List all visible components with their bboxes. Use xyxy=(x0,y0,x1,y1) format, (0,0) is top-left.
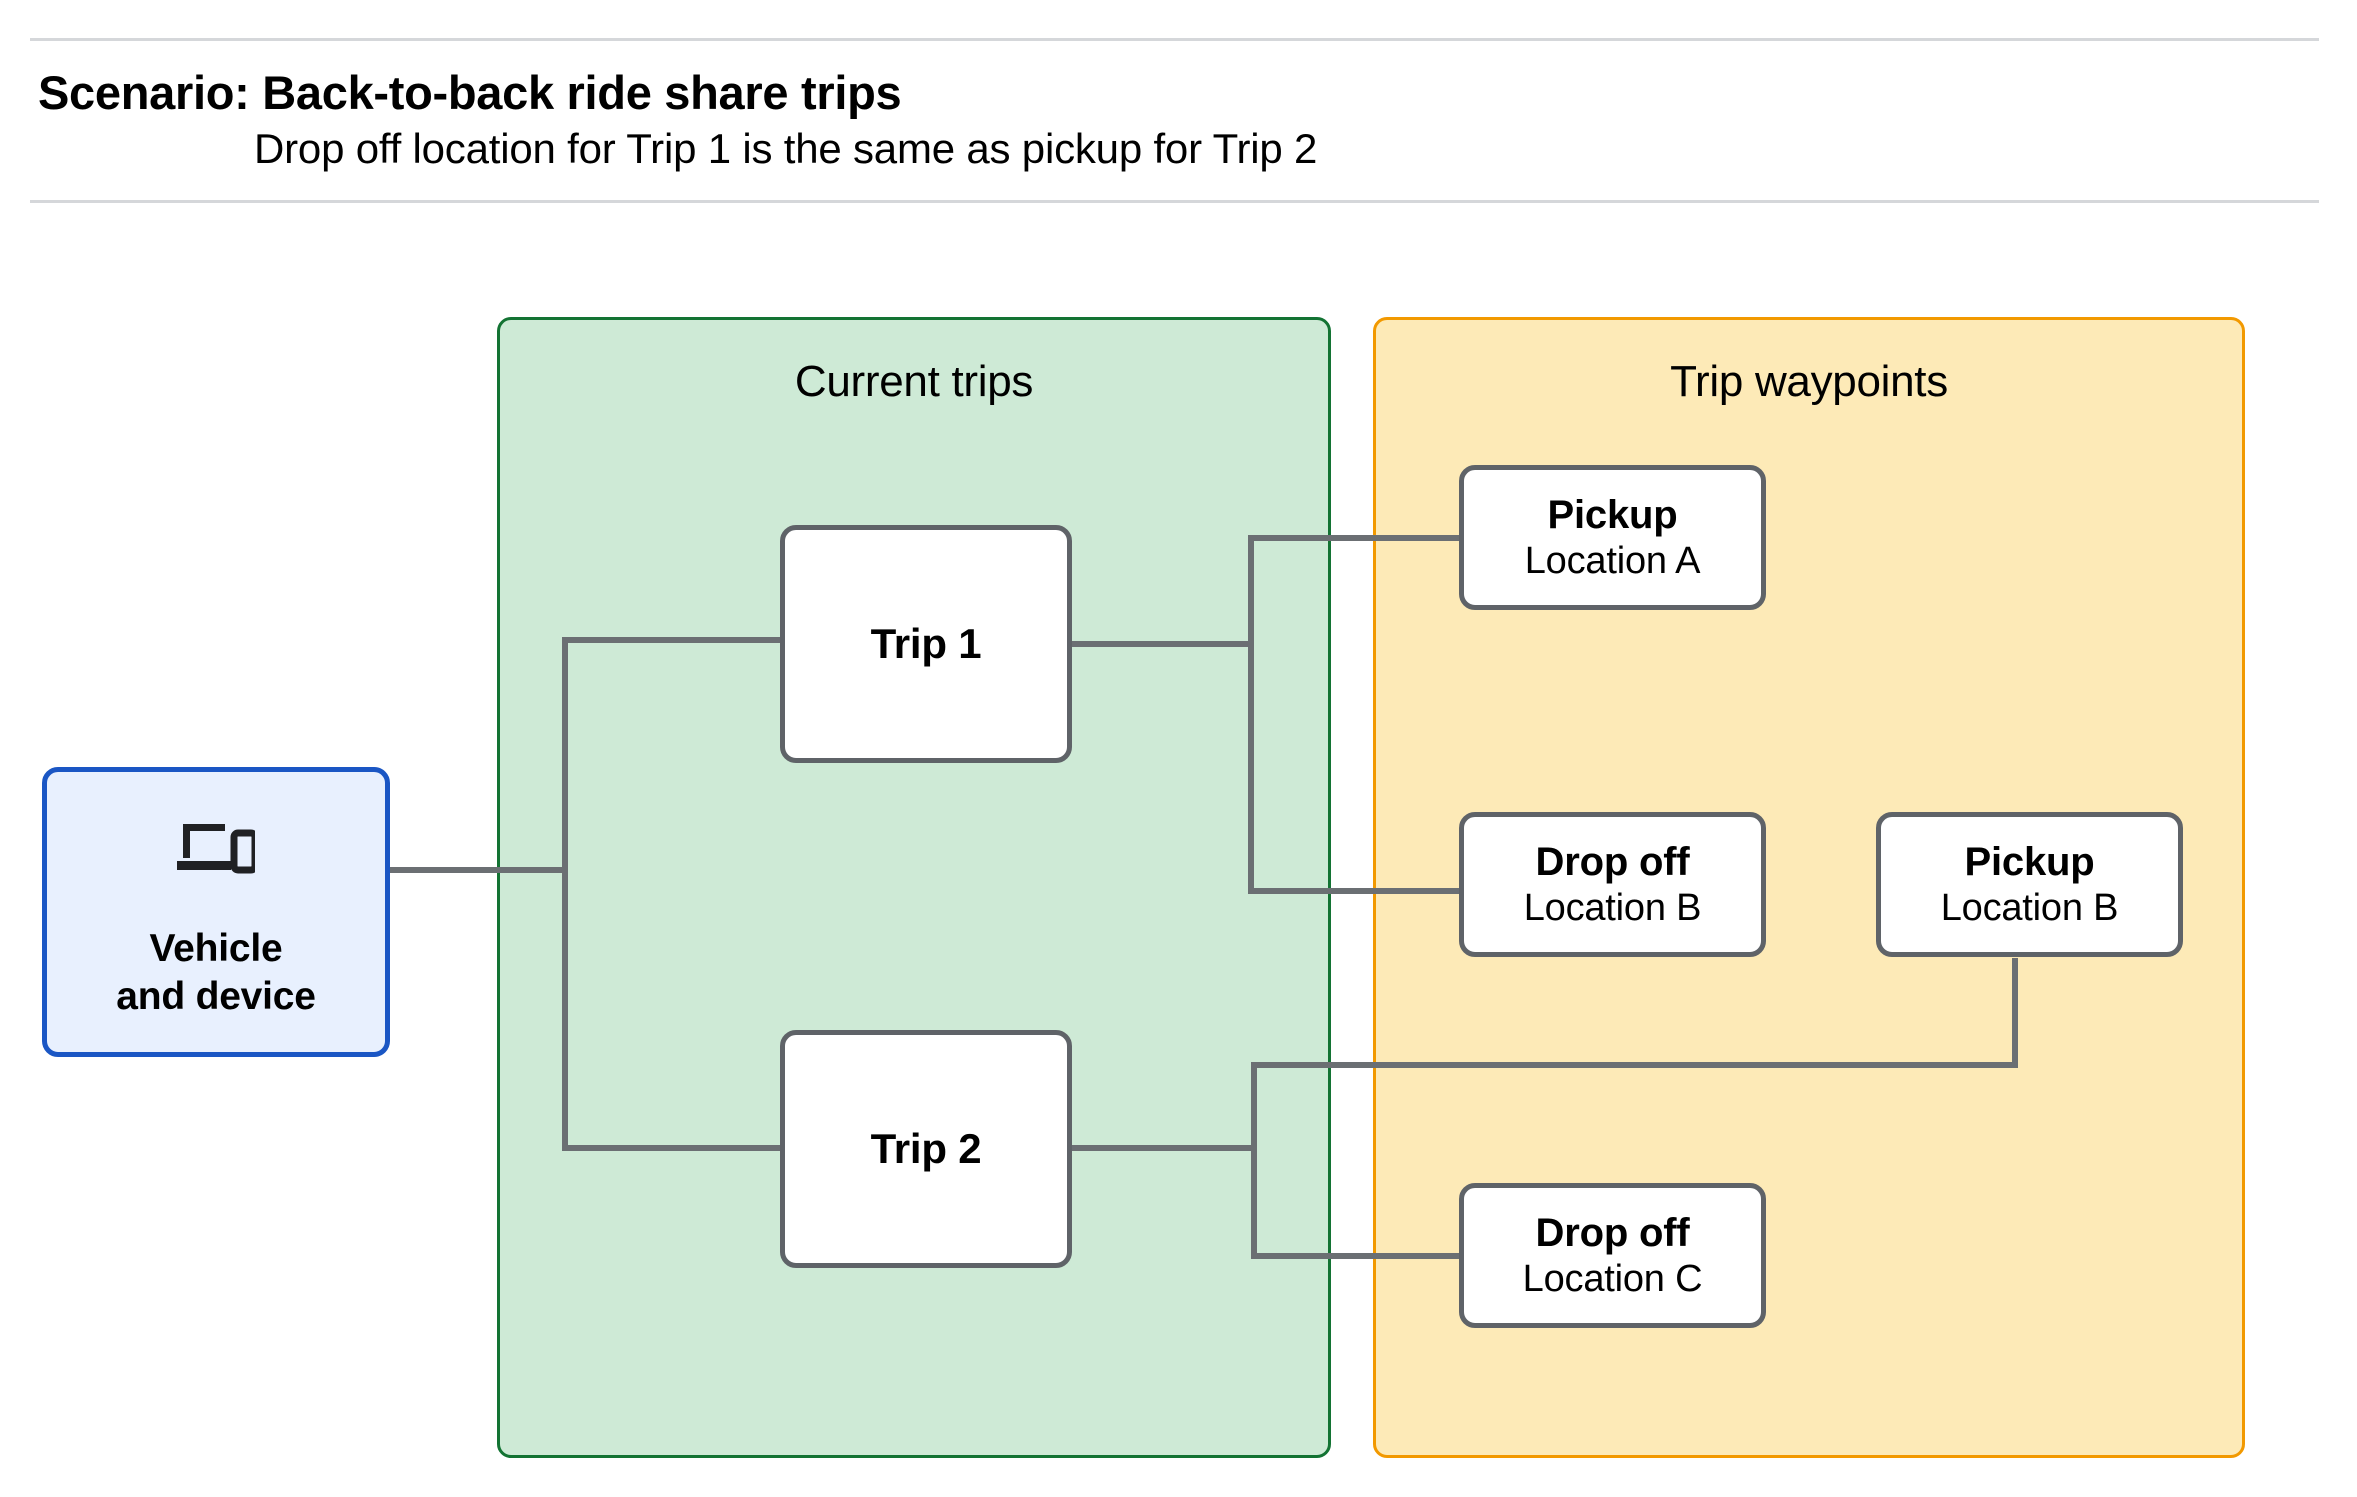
node-trip-1-label: Trip 1 xyxy=(870,620,982,667)
node-pickup-location-b-type: Pickup xyxy=(1964,839,2095,884)
node-trip-2-label: Trip 2 xyxy=(870,1125,982,1172)
node-pickup-location-a[interactable]: Pickup Location A xyxy=(1459,465,1766,610)
page-subtitle: Drop off location for Trip 1 is the same… xyxy=(254,125,1318,172)
panel-trip-waypoints-title: Trip waypoints xyxy=(1670,357,1948,406)
node-trip-2[interactable]: Trip 2 xyxy=(780,1030,1072,1268)
node-trip-1[interactable]: Trip 1 xyxy=(780,525,1072,763)
panel-current-trips-title: Current trips xyxy=(794,357,1034,406)
node-pickup-location-b-location: Location B xyxy=(1940,886,2119,929)
node-dropoff-location-b-location: Location B xyxy=(1523,886,1702,929)
node-pickup-location-a-type: Pickup xyxy=(1547,492,1678,537)
node-vehicle-label: Vehicle and device xyxy=(116,927,316,1018)
node-vehicle-and-device[interactable]: Vehicle and device xyxy=(42,767,390,1057)
header-divider-bottom xyxy=(30,200,2319,203)
node-dropoff-location-b[interactable]: Drop off Location B xyxy=(1459,812,1766,957)
node-pickup-location-b[interactable]: Pickup Location B xyxy=(1876,812,2183,957)
devices-icon xyxy=(177,824,255,874)
node-dropoff-location-c[interactable]: Drop off Location C xyxy=(1459,1183,1766,1328)
page-title: Scenario: Back-to-back ride share trips xyxy=(38,66,902,119)
node-dropoff-location-c-type: Drop off xyxy=(1535,1210,1690,1255)
node-dropoff-location-c-location: Location C xyxy=(1522,1257,1703,1300)
node-pickup-location-a-location: Location A xyxy=(1524,539,1701,582)
header-divider-top xyxy=(30,38,2319,41)
node-dropoff-location-b-type: Drop off xyxy=(1535,839,1690,884)
